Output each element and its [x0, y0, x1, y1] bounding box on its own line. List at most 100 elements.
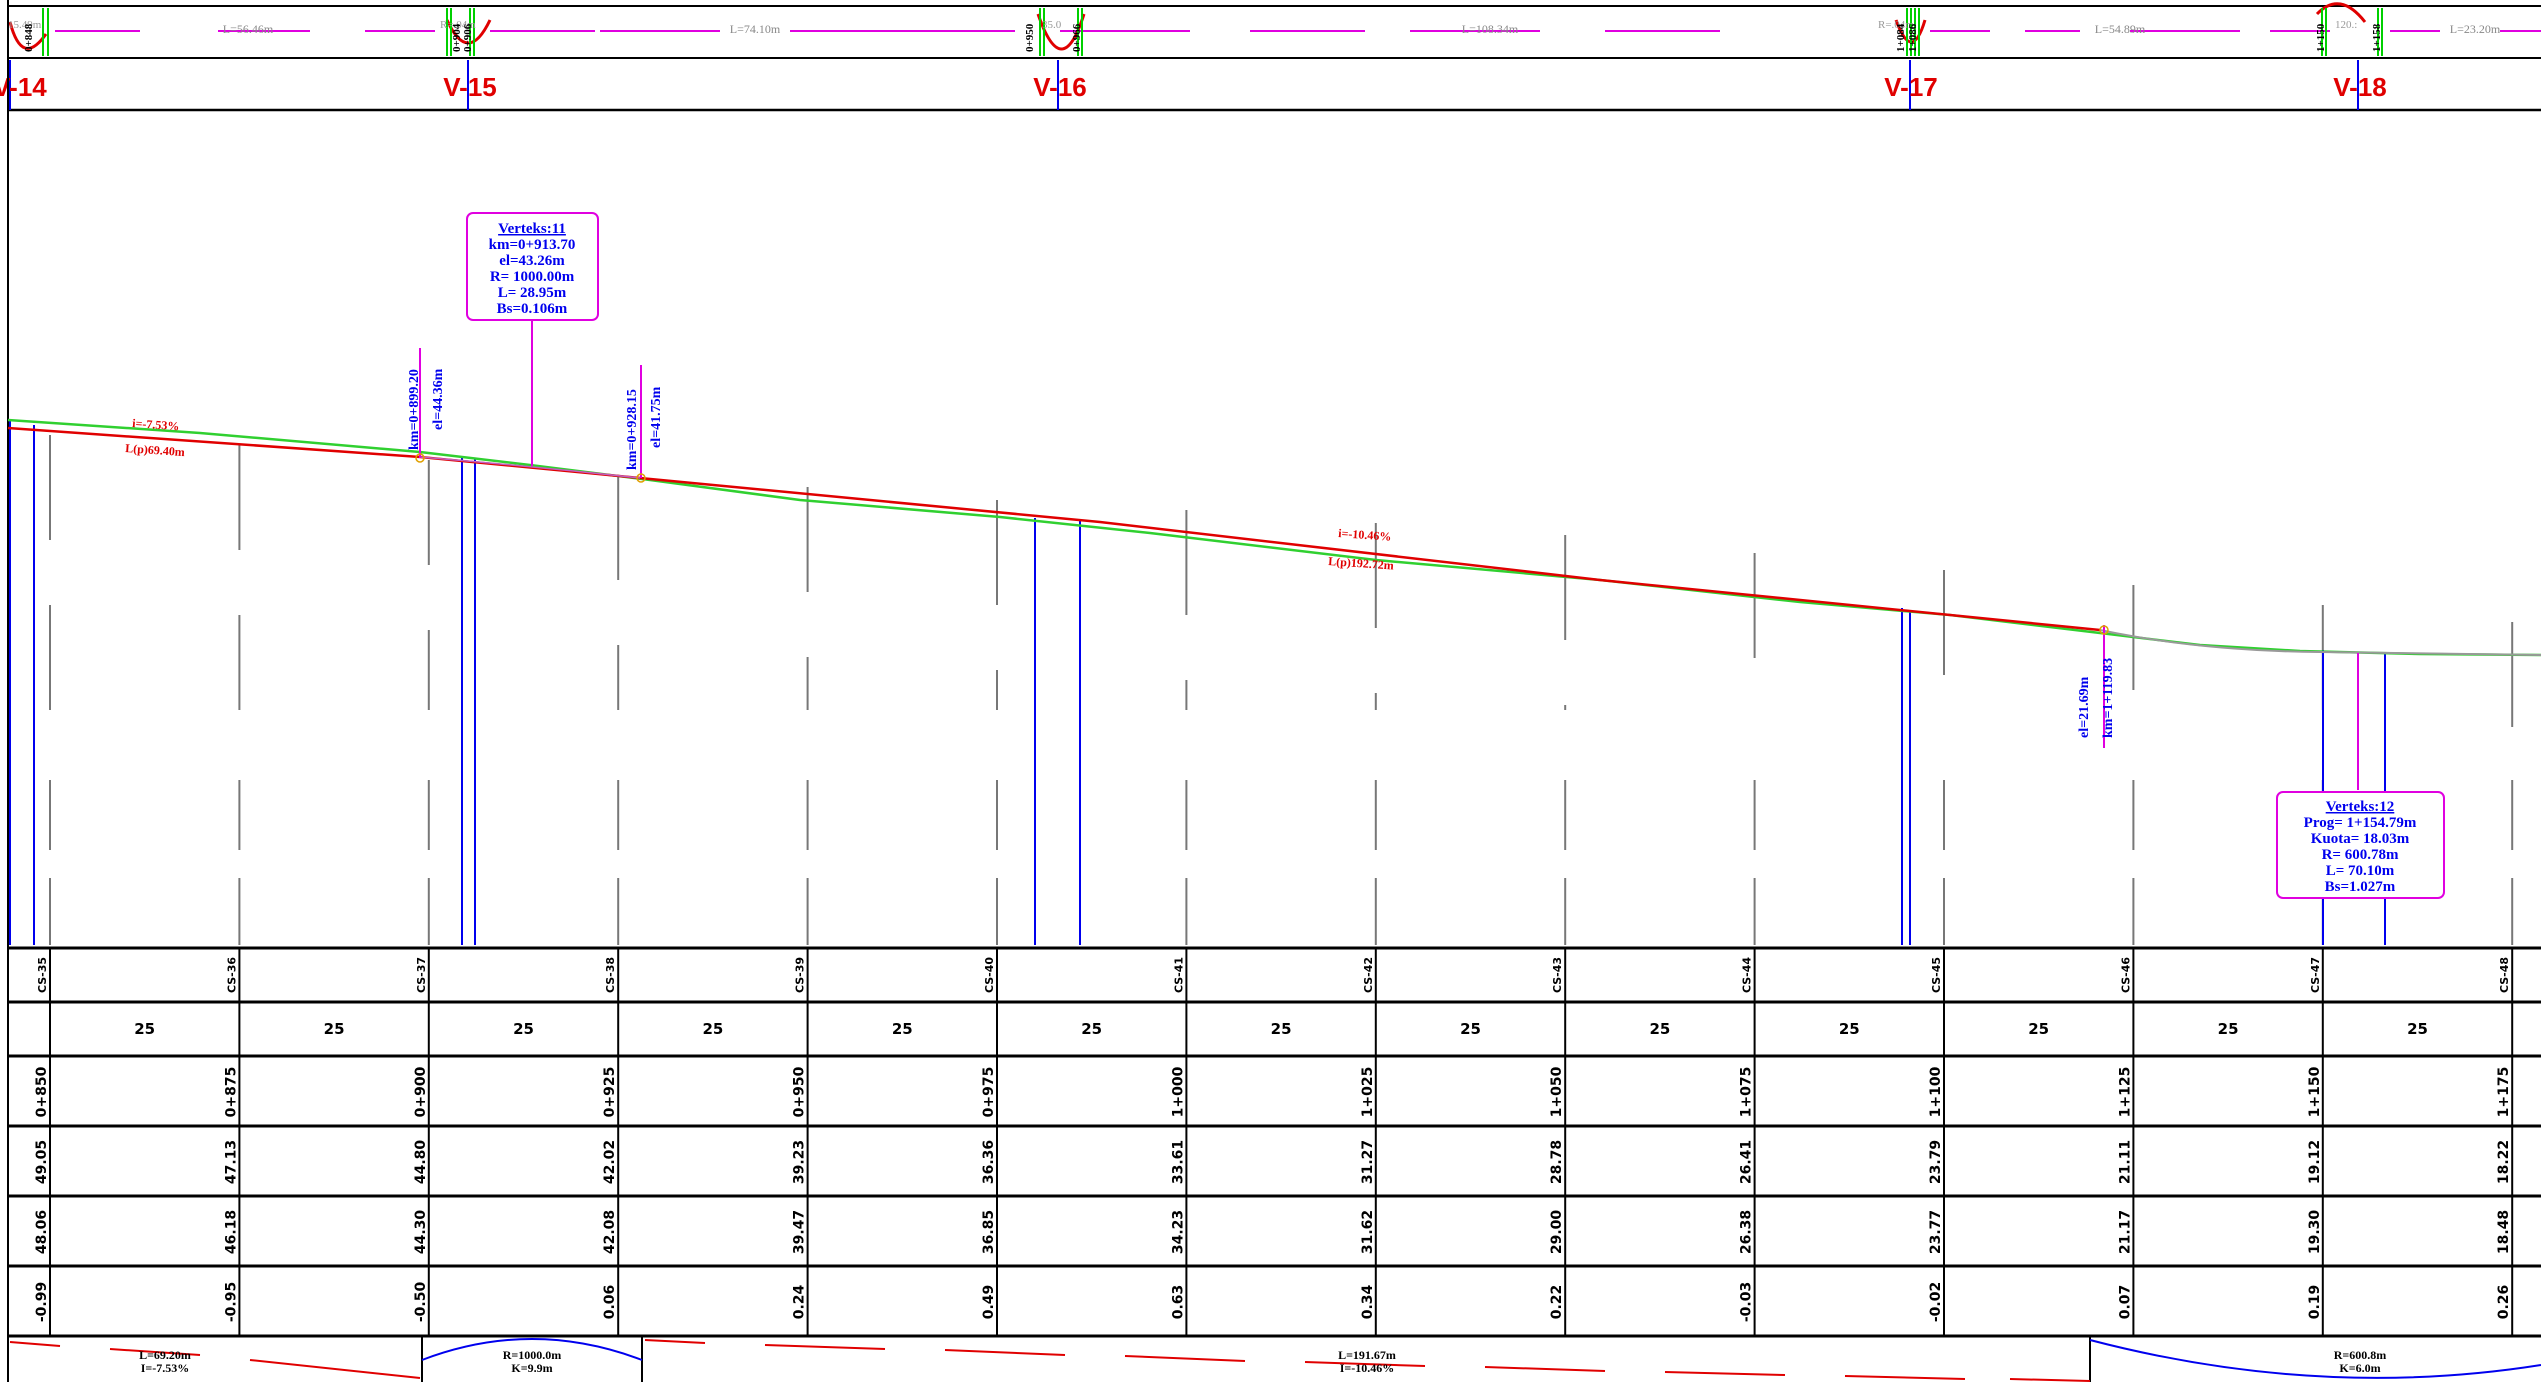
- grade-length-label: L(p)69.40m: [125, 441, 186, 459]
- vertex-box-line: Bs=0.106m: [497, 301, 568, 317]
- station-diff-cell: 0.07: [2117, 1285, 2133, 1320]
- header-band: L=56.46m L=74.10m L=108.34m L=54.89m L=2…: [0, 2, 2541, 112]
- distance-cell: 25: [1460, 1020, 1481, 1038]
- vertex-box-line: R= 600.78m: [2322, 847, 2399, 863]
- curve-radius-label: R=1000.0m: [503, 1348, 562, 1362]
- data-table: CS-350+85049.0548.06-0.99CS-360+87547.13…: [8, 946, 2541, 1338]
- vertex-label: V-16: [1033, 72, 1087, 102]
- station-cs-cell: CS-46: [2119, 957, 2132, 993]
- station-design-cell: 47.13: [223, 1140, 239, 1184]
- station-km-cell: 0+950: [792, 1066, 808, 1117]
- pvt-km-label: km=0+928.15: [625, 389, 640, 470]
- station-design-cell: 18.22: [2496, 1140, 2512, 1184]
- vertex-box-line: L= 28.95m: [498, 285, 567, 301]
- curve-station: 1+158: [2371, 23, 2383, 52]
- station-diff-cell: -0.03: [1739, 1282, 1755, 1322]
- station-cs-cell: CS-48: [2498, 957, 2511, 993]
- segment-length-label: L=191.67m: [1338, 1348, 1396, 1362]
- station-km-cell: 1+100: [1928, 1066, 1944, 1117]
- station-km-cell: 1+125: [2117, 1067, 2133, 1118]
- station-ground-cell: 44.30: [413, 1210, 429, 1255]
- vertex-box-line: Prog= 1+154.79m: [2304, 815, 2417, 831]
- station-diff-cell: -0.99: [34, 1282, 50, 1322]
- header-bar-label: L=108.34m: [1462, 22, 1519, 36]
- distance-cell: 25: [324, 1020, 345, 1038]
- station-diff-cell: 0.26: [2496, 1285, 2512, 1320]
- station-cs-cell: CS-47: [2309, 957, 2322, 993]
- distance-cell: 25: [1649, 1020, 1670, 1038]
- station-km-cell: 1+175: [2496, 1067, 2512, 1118]
- station-cs-cell: CS-41: [1172, 957, 1185, 993]
- curve-radius-label: R=600.8m: [2334, 1348, 2387, 1362]
- vertex-box-title: Verteks:12: [2326, 799, 2395, 815]
- header-bar-label: L=23.20m: [2450, 22, 2501, 36]
- station-cs-cell: CS-35: [36, 957, 49, 993]
- distance-cell: 25: [134, 1020, 155, 1038]
- vertex-box-11: Verteks:11 km=0+913.70 el=43.26m R= 1000…: [466, 212, 599, 321]
- distance-cell: 25: [892, 1020, 913, 1038]
- vertex-box-line: Kuota= 18.03m: [2311, 831, 2410, 847]
- station-km-cell: 0+850: [34, 1066, 50, 1117]
- vertex-box-line: el=43.26m: [499, 253, 565, 269]
- distance-cell: 25: [2028, 1020, 2049, 1038]
- header-bar-label: L=54.89m: [2095, 22, 2146, 36]
- distance-cell: 25: [1081, 1020, 1102, 1038]
- vertex-box-line: Bs=1.027m: [2325, 879, 2396, 895]
- station-km-cell: 0+875: [223, 1067, 239, 1118]
- curve-note: R=.04m: [1878, 19, 1914, 31]
- curve-note: 15.49m: [8, 19, 42, 31]
- station-cs-cell: CS-42: [1362, 957, 1375, 993]
- curve-station: 1+086: [1907, 23, 1919, 52]
- distance-cell: 25: [2407, 1020, 2428, 1038]
- station-design-cell: 19.12: [2307, 1140, 2323, 1184]
- vertex-box-line: L= 70.10m: [2326, 863, 2395, 879]
- station-design-cell: 49.05: [34, 1140, 50, 1184]
- station-cs-cell: CS-38: [604, 957, 617, 993]
- station-design-cell: 28.78: [1549, 1140, 1565, 1184]
- vertex-label: V-18: [2333, 72, 2387, 102]
- station-ground-cell: 26.38: [1739, 1210, 1755, 1254]
- vertex-box-title: Verteks:11: [498, 221, 566, 237]
- station-cs-cell: CS-36: [225, 957, 238, 993]
- station-diff-cell: 0.22: [1549, 1285, 1565, 1320]
- station-diff-cell: 0.49: [981, 1285, 997, 1320]
- station-km-cell: 0+975: [981, 1067, 997, 1118]
- station-km-cell: 1+075: [1739, 1067, 1755, 1118]
- station-design-cell: 21.11: [2117, 1140, 2133, 1184]
- station-design-cell: 36.36: [981, 1140, 997, 1184]
- station-diff-cell: -0.02: [1928, 1282, 1944, 1322]
- bottom-band: L=69.20m I=-7.53% R=1000.0m K=9.9m L=191…: [9, 1336, 2541, 1382]
- curve-station: 0+966: [1071, 23, 1083, 52]
- pvc-km-label: km=0+899.20: [407, 369, 422, 450]
- profile-area: i=-7.53% L(p)69.40m i=-10.46% L(p)192.72…: [7, 0, 2541, 1382]
- grade-label: i=-10.46%: [1338, 526, 1392, 544]
- station-ground-cell: 34.23: [1170, 1210, 1186, 1254]
- station-ground-cell: 23.77: [1928, 1210, 1944, 1254]
- station-cs-cell: CS-44: [1741, 957, 1754, 993]
- curve-note: 120.:: [2335, 19, 2357, 31]
- header-bar-label: L=74.10m: [730, 22, 781, 36]
- curve-station: 0+950: [1024, 23, 1036, 52]
- station-cs-cell: CS-43: [1551, 957, 1564, 993]
- segment-grade-label: I=-7.53%: [141, 1361, 190, 1375]
- curve-station: 0+906: [462, 23, 474, 52]
- station-diff-cell: 0.19: [2307, 1285, 2323, 1320]
- distance-cell: 25: [513, 1020, 534, 1038]
- station-km-cell: 1+025: [1360, 1067, 1376, 1118]
- station-ground-cell: 31.62: [1360, 1210, 1376, 1254]
- distance-cell: 25: [1271, 1020, 1292, 1038]
- station-ground-cell: 36.85: [981, 1210, 997, 1254]
- grade-length-label: L(p)192.72m: [1328, 554, 1394, 573]
- station-km-cell: 0+900: [413, 1066, 429, 1117]
- vertex-box-line: km=0+913.70: [489, 237, 576, 253]
- pvc-km-label: km=1+119.83: [2101, 658, 2116, 738]
- vertex-box-12: Verteks:12 Prog= 1+154.79m Kuota= 18.03m…: [2276, 791, 2445, 899]
- station-design-cell: 42.02: [602, 1140, 618, 1184]
- curve-k-label: K=9.9m: [511, 1361, 552, 1375]
- station-design-cell: 39.23: [792, 1140, 808, 1184]
- header-bar-label: L=56.46m: [223, 22, 274, 36]
- station-cs-cell: CS-40: [983, 957, 996, 993]
- station-km-cell: 1+050: [1549, 1066, 1565, 1117]
- station-diff-cell: 0.34: [1360, 1284, 1376, 1319]
